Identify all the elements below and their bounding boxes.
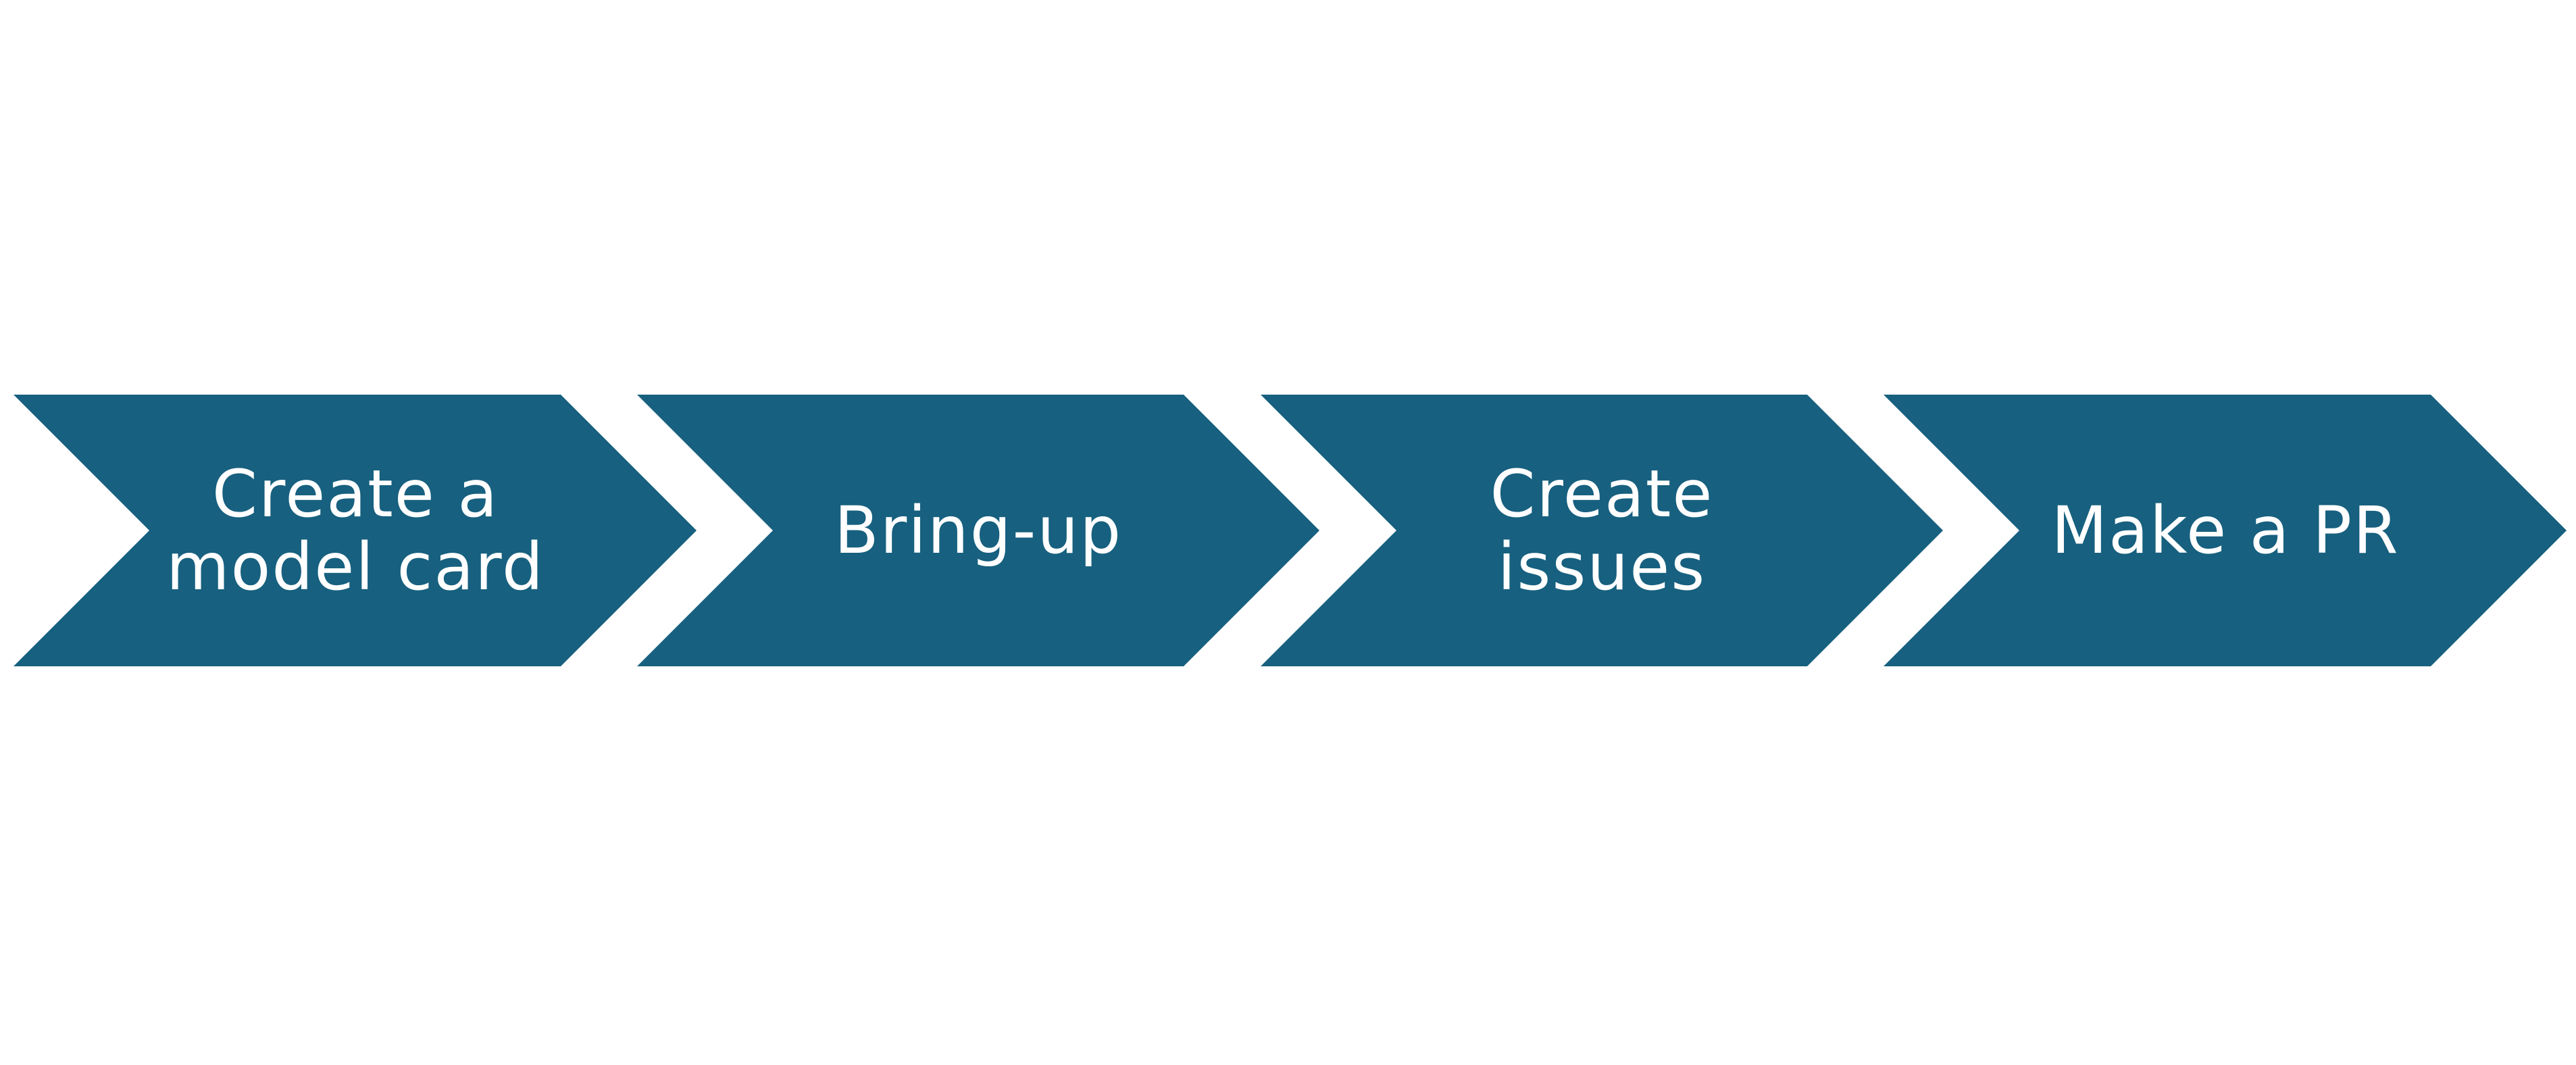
step-3-label: Create issues xyxy=(1490,456,1714,605)
step-1-chevron xyxy=(14,395,697,666)
step-3-chevron xyxy=(1261,395,1943,666)
step-4-chevron xyxy=(1884,395,2567,666)
step-2-chevron xyxy=(637,395,1319,666)
step-2-label: Bring-up xyxy=(834,493,1123,568)
step-1-label: Create a model card xyxy=(166,456,545,605)
step-4-label: Make a PR xyxy=(2051,493,2400,568)
